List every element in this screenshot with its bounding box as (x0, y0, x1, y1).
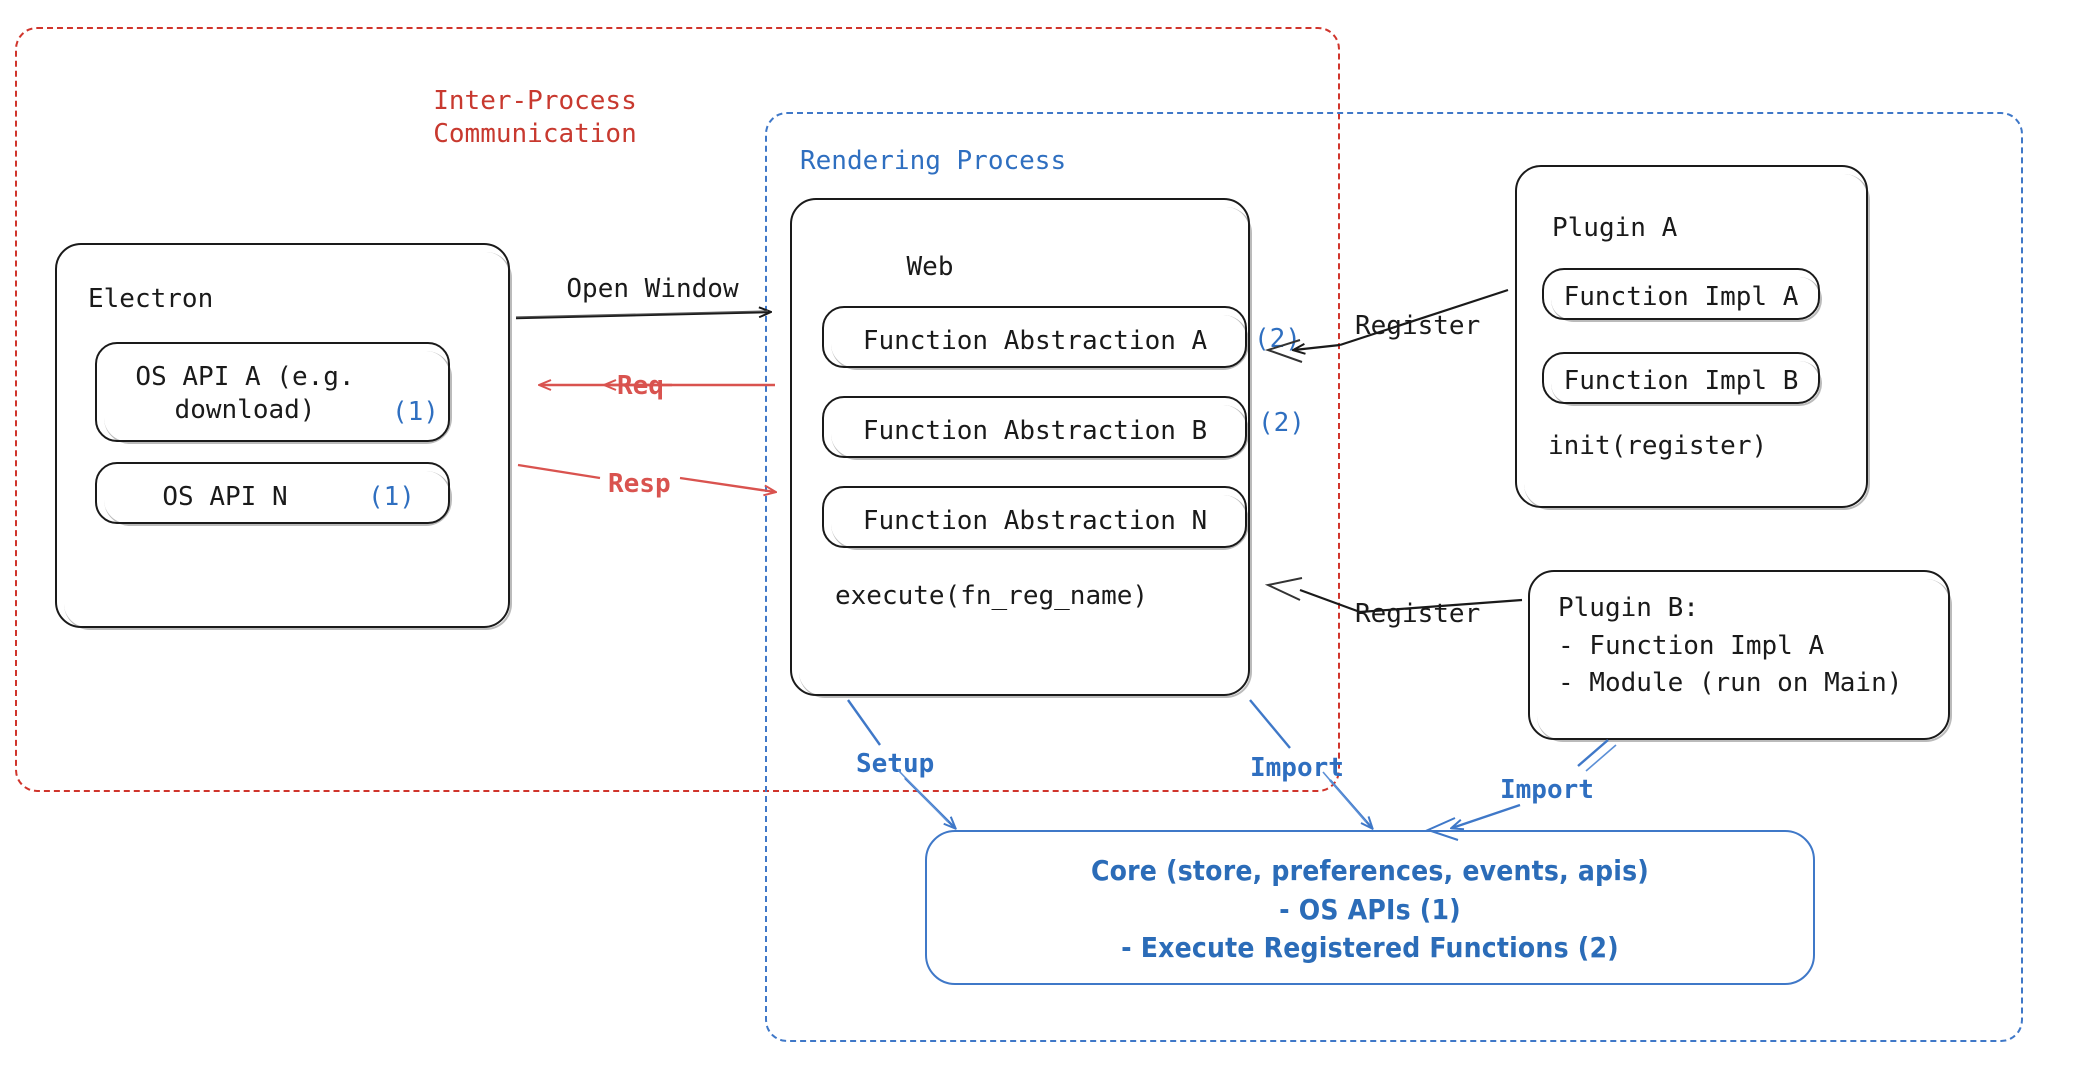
web-execute-method: execute(fn_reg_name) (835, 581, 1149, 611)
plugin-a-box (1515, 165, 1870, 510)
plugin-a-init-method: init(register) (1548, 431, 1768, 461)
os-api-n-label: OS API N (162, 482, 288, 512)
plugin-a-title: Plugin A (1552, 213, 1678, 243)
function-abstraction-a-label: Function Abstraction A (862, 326, 1208, 356)
core-line-2: - Execute Registered Functions (2) (1121, 931, 1619, 965)
function-abstraction-b-tag: (2) (1258, 408, 1305, 438)
web-title: Web (906, 252, 954, 282)
register-plugin-b-arrow-label: Register (1355, 599, 1481, 629)
function-impl-a-label: Function Impl A (1563, 282, 1799, 312)
plugin-b-lines: Plugin B: - Function Impl A - Module (run … (1558, 590, 1902, 703)
plugin-b-line-1: - Function Impl A (1558, 630, 1825, 661)
region-inter-process-communication (15, 27, 1340, 792)
electron-title: Electron (88, 284, 214, 314)
register-plugin-a-arrow-label: Register (1355, 311, 1481, 341)
function-impl-b-label: Function Impl B (1563, 366, 1799, 396)
ipc-label-line1: Inter-Process (433, 86, 637, 116)
setup-arrow-label: Setup (856, 749, 935, 779)
plugin-b-line-0: Plugin B: (1558, 593, 1699, 623)
import-plugin-b-arrow-label: Import (1500, 775, 1594, 805)
rendering-process-label: Rendering Process (800, 146, 1067, 176)
os-api-a-line2: download) (174, 395, 316, 426)
os-api-a-tag: (1) (392, 397, 439, 427)
os-api-a-line1: OS API A (e.g. (135, 362, 355, 392)
function-abstraction-b-label: Function Abstraction B (862, 416, 1208, 446)
os-api-n-tag: (1) (368, 482, 415, 512)
open-window-arrow-label: Open Window (566, 274, 739, 304)
core-box (925, 830, 1815, 985)
plugin-b-line-2: - Module (run on Main) (1558, 668, 1903, 699)
function-abstraction-a-box (822, 306, 1249, 370)
core-lines: Core (store, preferences, events, apis) -… (930, 852, 1810, 968)
req-arrow-label: Req (617, 371, 664, 401)
function-abstraction-n-label: Function Abstraction N (862, 506, 1208, 536)
core-line-0: Core (store, preferences, events, apis) (1090, 854, 1650, 887)
import-web-arrow-label: Import (1250, 753, 1344, 783)
plugin-b-box (1528, 570, 1952, 742)
ipc-label-line2: Communication (433, 119, 637, 150)
resp-arrow-label: Resp (608, 469, 671, 499)
function-abstraction-a-tag: (2) (1254, 324, 1301, 354)
os-api-a-label: OS API A (e.g.download) (100, 361, 390, 428)
core-line-1: - OS APIs (1) (1279, 892, 1461, 926)
region-rendering-process (765, 112, 2023, 1042)
